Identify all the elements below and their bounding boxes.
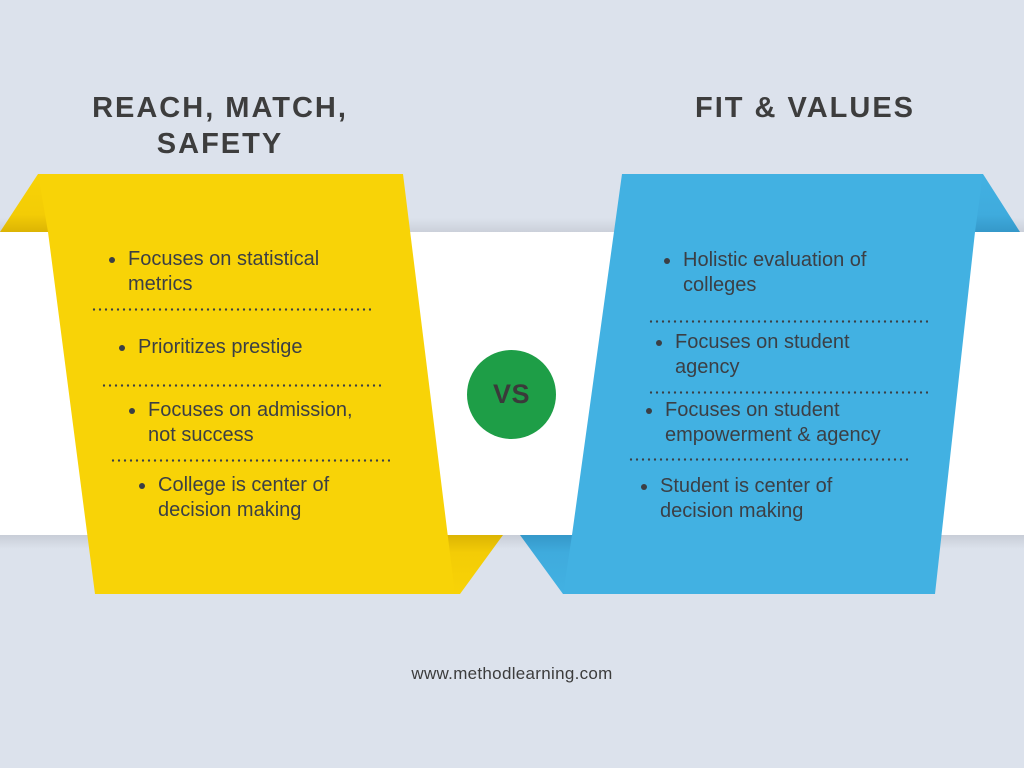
item-text: Prioritizes prestige: [138, 336, 303, 358]
dotted-divider: [101, 384, 381, 387]
bullet-icon: [116, 335, 138, 360]
left-heading: REACH, MATCH, SAFETY: [92, 92, 348, 160]
bullet-icon: [126, 398, 148, 448]
dotted-divider: [110, 459, 390, 462]
right-heading: FIT & VALUES: [694, 92, 916, 124]
dotted-divider: [628, 458, 908, 461]
bullet-icon: [136, 473, 158, 523]
dotted-divider: [648, 320, 928, 323]
blue-panel: [563, 174, 983, 594]
right-item-2: Focuses on student agency: [653, 330, 850, 380]
left-item-3: Focuses on admission, not success: [126, 398, 353, 448]
bullet-icon: [653, 330, 675, 380]
item-text: Focuses on student empowerment & agency: [665, 399, 881, 446]
bullet-icon: [638, 474, 660, 524]
bullet-icon: [643, 398, 665, 448]
bullet-icon: [106, 247, 128, 297]
item-text: Focuses on student agency: [675, 331, 850, 378]
left-item-2: Prioritizes prestige: [116, 335, 303, 360]
right-item-1: Holistic evaluation of colleges: [661, 248, 866, 298]
left-item-1: Focuses on statistical metrics: [106, 247, 319, 297]
website-url[interactable]: www.methodlearning.com: [411, 664, 613, 683]
item-text: Focuses on statistical metrics: [128, 248, 320, 295]
item-text: Student is center of decision making: [660, 475, 833, 522]
item-text: Focuses on admission, not success: [148, 399, 353, 446]
right-item-4: Student is center of decision making: [638, 474, 832, 524]
left-item-4: College is center of decision making: [136, 473, 329, 523]
item-text: Holistic evaluation of colleges: [683, 249, 867, 296]
item-text: College is center of decision making: [158, 474, 330, 521]
dotted-divider: [648, 391, 928, 394]
vs-badge: VS: [467, 350, 556, 439]
vs-label: VS: [492, 379, 531, 409]
dotted-divider: [91, 308, 371, 311]
bullet-icon: [661, 248, 683, 298]
right-item-3: Focuses on student empowerment & agency: [643, 398, 881, 448]
